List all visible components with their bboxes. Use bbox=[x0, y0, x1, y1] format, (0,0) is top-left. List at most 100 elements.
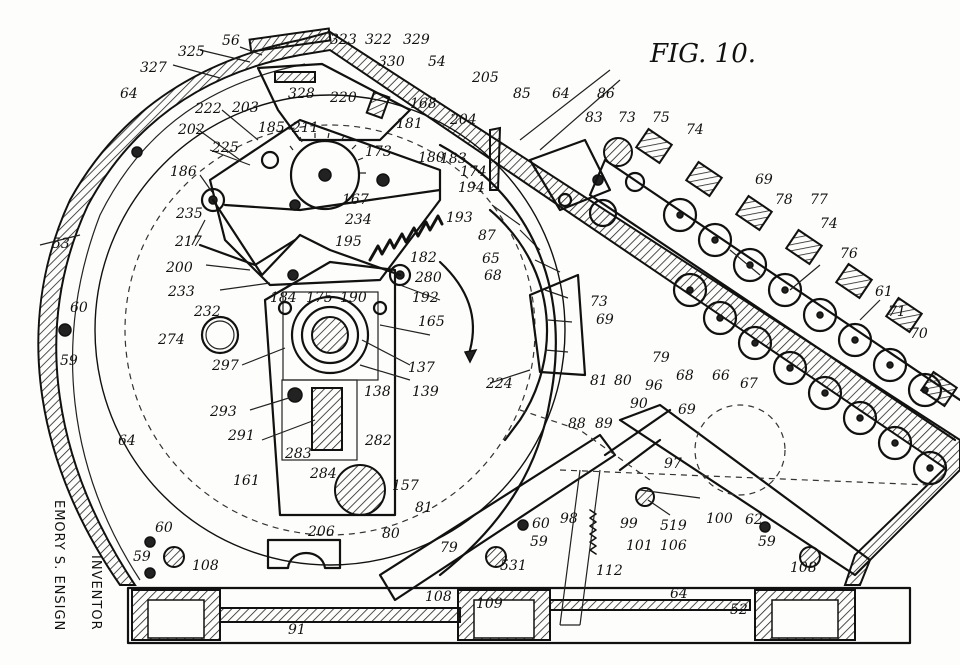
label-73-a: 73 bbox=[618, 110, 636, 126]
label-322: 322 bbox=[365, 32, 392, 48]
label-65: 65 bbox=[482, 251, 500, 267]
label-69-a: 69 bbox=[755, 172, 773, 188]
label-78: 78 bbox=[775, 192, 793, 208]
label-195: 195 bbox=[335, 234, 362, 250]
label-100: 100 bbox=[706, 511, 733, 527]
label-211: 211 bbox=[291, 120, 319, 136]
label-280: 280 bbox=[414, 270, 442, 286]
guide-arc bbox=[438, 143, 557, 577]
spool-137-inner bbox=[300, 305, 360, 365]
label-284: 284 bbox=[309, 466, 337, 482]
guide-224 bbox=[528, 273, 587, 377]
label-66: 66 bbox=[712, 368, 730, 384]
stud-59 bbox=[58, 323, 72, 337]
wheel-73 bbox=[603, 137, 633, 167]
label-97: 97 bbox=[664, 456, 682, 472]
label-220: 220 bbox=[329, 90, 357, 106]
label-519: 519 bbox=[660, 518, 687, 534]
inventor-name: EMORY S. ENSIGN bbox=[51, 500, 66, 631]
label-68-a: 68 bbox=[484, 268, 502, 284]
label-329: 329 bbox=[403, 32, 430, 48]
slide-frame bbox=[281, 379, 358, 461]
link-235 bbox=[223, 188, 442, 212]
main-plate-161 bbox=[263, 260, 397, 517]
tube-rack bbox=[588, 158, 960, 442]
pivot-186 bbox=[200, 187, 226, 213]
pivot-180 bbox=[376, 173, 390, 187]
inventor-block: INVENTOR EMORY S. ENSIGN bbox=[51, 500, 103, 631]
label-80-b: 80 bbox=[382, 526, 400, 542]
label-175: 175 bbox=[306, 290, 333, 306]
rotation-arrow bbox=[438, 260, 474, 352]
label-225: 225 bbox=[211, 140, 239, 156]
spool-137 bbox=[290, 295, 370, 375]
label-62: 62 bbox=[745, 512, 763, 528]
label-90: 90 bbox=[630, 396, 648, 412]
label-217: 217 bbox=[174, 234, 202, 250]
label-71: 71 bbox=[888, 304, 906, 320]
label-330: 330 bbox=[378, 54, 405, 70]
label-297: 297 bbox=[211, 358, 239, 374]
label-192: 192 bbox=[412, 290, 439, 306]
label-205: 205 bbox=[471, 70, 499, 86]
stud-60 bbox=[144, 536, 156, 548]
chute-100 bbox=[618, 403, 872, 577]
label-182: 182 bbox=[410, 250, 437, 266]
rotation-arrow-head bbox=[463, 348, 478, 364]
weight-157 bbox=[334, 464, 386, 516]
label-68-b: 68 bbox=[676, 368, 694, 384]
drum-outline bbox=[94, 94, 566, 566]
label-79-b: 79 bbox=[440, 540, 458, 556]
label-99: 99 bbox=[620, 516, 638, 532]
label-291: 291 bbox=[227, 428, 255, 444]
base-box-left-inner bbox=[147, 599, 205, 639]
label-323: 323 bbox=[330, 32, 357, 48]
top-plate bbox=[248, 27, 332, 53]
figure-title: FIG. 10. bbox=[649, 39, 756, 69]
label-112: 112 bbox=[596, 563, 623, 579]
label-283: 283 bbox=[284, 446, 312, 462]
dashed-wheel bbox=[694, 404, 786, 496]
label-80-a: 80 bbox=[614, 373, 632, 389]
leader-lines bbox=[39, 46, 881, 516]
inventor-heading: INVENTOR bbox=[88, 555, 103, 631]
label-168: 168 bbox=[410, 96, 437, 112]
label-180: 180 bbox=[418, 150, 445, 166]
label-59-a: 59 bbox=[60, 353, 78, 369]
label-64-b: 64 bbox=[552, 86, 570, 102]
label-235: 235 bbox=[175, 206, 203, 222]
spring-193 bbox=[368, 214, 444, 262]
label-70: 70 bbox=[910, 326, 928, 342]
label-74-a: 74 bbox=[686, 122, 704, 138]
upper-plate bbox=[256, 62, 412, 142]
tube-rollers bbox=[662, 197, 948, 486]
pivot-184 bbox=[277, 300, 293, 316]
label-81-a: 81 bbox=[590, 373, 608, 389]
label-108-a: 108 bbox=[192, 558, 219, 574]
label-61: 61 bbox=[875, 284, 893, 300]
label-83: 83 bbox=[585, 110, 603, 126]
label-64-d: 64 bbox=[670, 586, 688, 602]
label-74-b: 74 bbox=[820, 216, 838, 232]
label-232: 232 bbox=[193, 304, 221, 320]
label-325: 325 bbox=[178, 44, 205, 60]
label-165: 165 bbox=[418, 314, 445, 330]
roller-109 bbox=[485, 546, 507, 568]
stud-upper-a bbox=[289, 199, 301, 211]
label-274: 274 bbox=[157, 332, 185, 348]
label-81-b: 81 bbox=[415, 500, 433, 516]
cap-330 bbox=[365, 90, 391, 120]
label-87: 87 bbox=[478, 228, 496, 244]
label-203: 203 bbox=[231, 100, 259, 116]
label-79-a: 79 bbox=[652, 350, 670, 366]
label-89: 89 bbox=[595, 416, 613, 432]
arm-112 bbox=[559, 469, 601, 626]
label-224: 224 bbox=[485, 376, 513, 392]
label-200: 200 bbox=[165, 260, 193, 276]
label-202: 202 bbox=[177, 122, 205, 138]
spring-531 bbox=[589, 509, 597, 555]
label-106: 106 bbox=[660, 538, 687, 554]
wheel-65 bbox=[588, 198, 618, 228]
